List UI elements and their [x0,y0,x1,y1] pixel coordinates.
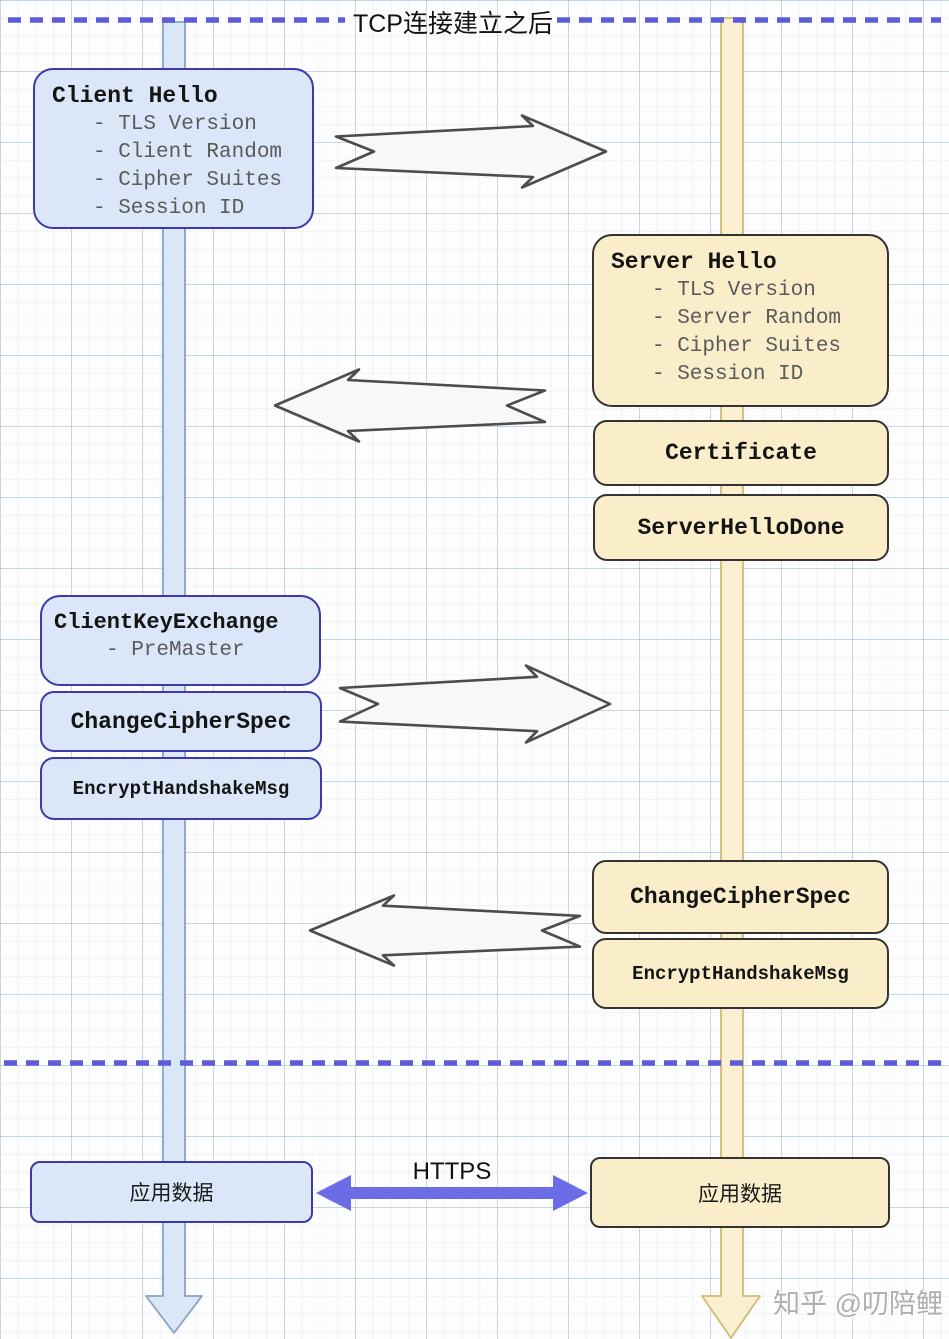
client-app-data-label: 应用数据 [129,1182,214,1205]
client-hello-item: - Session ID [93,197,245,220]
client-encrypt-handshake-msg-label: EncryptHandshakeMsg [72,777,290,800]
https-label: HTTPS [412,1158,492,1185]
client-to-server-arrow-1-icon [336,116,606,188]
client-hello-item: - Cipher Suites [93,169,283,192]
client-app-data-box: 应用数据 [30,1161,313,1223]
server-hello-item: - Cipher Suites [652,335,842,358]
client-hello-box: Client Hello - TLS Version - Client Rand… [33,68,314,229]
client-hello-item: - TLS Version [93,113,257,136]
server-encrypt-handshake-msg-box: EncryptHandshakeMsg [592,938,889,1009]
server-lifeline-arrow-icon [701,17,761,1339]
server-hello-title: Server Hello [611,249,777,275]
client-hello-item: - Client Random [93,141,283,164]
server-hello-item: - Session ID [652,363,804,386]
server-hello-box: Server Hello - TLS Version - Server Rand… [592,234,889,407]
client-encrypt-handshake-msg-box: EncryptHandshakeMsg [40,757,322,820]
server-app-data-box: 应用数据 [590,1157,890,1228]
client-hello-title: Client Hello [52,83,218,109]
client-key-exchange-item: - PreMaster [106,639,245,662]
server-to-client-arrow-2-icon [310,895,580,965]
server-hello-item: - Server Random [652,307,842,330]
https-double-arrow-icon [316,1175,588,1211]
certificate-box: Certificate [593,420,889,486]
client-key-exchange-title: ClientKeyExchange [54,610,279,635]
client-to-server-arrow-2-icon [340,666,610,743]
server-to-client-arrow-1-icon [275,370,545,442]
client-key-exchange-box: ClientKeyExchange - PreMaster [40,595,321,686]
tcp-established-label: TCP连接建立之后 [352,10,553,38]
watermark: 知乎 @叨陪鲤 [773,1289,943,1319]
server-hello-done-label: ServerHelloDone [637,514,845,541]
client-change-cipher-spec-box: ChangeCipherSpec [40,691,322,752]
server-hello-item: - TLS Version [652,279,816,302]
client-change-cipher-spec-label: ChangeCipherSpec [70,708,292,735]
server-encrypt-handshake-msg-label: EncryptHandshakeMsg [632,962,849,985]
server-hello-done-box: ServerHelloDone [593,494,889,561]
server-change-cipher-spec-label: ChangeCipherSpec [630,884,851,910]
certificate-label: Certificate [665,440,817,466]
server-change-cipher-spec-box: ChangeCipherSpec [592,860,889,934]
server-app-data-label: 应用数据 [698,1182,782,1206]
